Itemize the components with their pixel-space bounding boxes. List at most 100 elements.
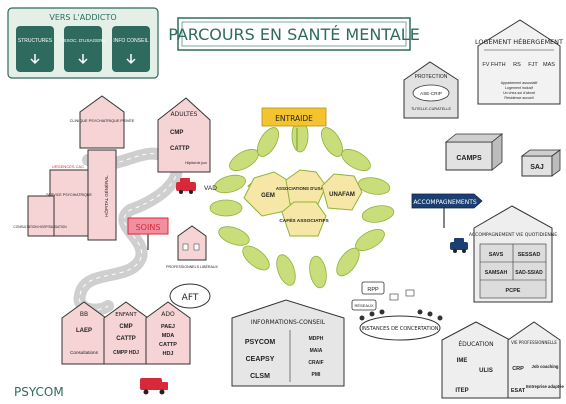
vie-pro-title: VIE PROFESSIONNELLE [511,340,557,345]
hex-label: UNAFAM [329,192,355,198]
addicto-box-label: STRUCTURES [18,38,53,44]
addicto-box-label: INFO CONSEIL [113,38,149,44]
addicto-box-info: INFO CONSEIL [112,26,150,72]
vers-addicto-title: VERS L'ADDICTO [49,13,116,22]
clinic-house: CLINIQUE PSYCHIATRIQUE PRIVÉE [70,95,135,149]
logement-col: FV FHTH [482,62,505,68]
logement-note: Appartement associatif [501,81,538,85]
arrow-down-icon [78,54,88,65]
protection-house: PROTECTION ASE-CRIP TUTELLE-CURATELLE [403,61,459,119]
vie-cell: SAD-SSIAD [515,270,543,276]
addicto-box-assoc: ASSOC. D'USAGERS [60,26,106,72]
reseaux-bubble: RÉSEAUX [351,299,377,311]
rpp-label: RPP [367,287,379,293]
people-icon [359,289,443,321]
soins-label: SOINS [136,223,161,232]
ado-item: PAEJ [161,324,175,330]
children-houses: BB LAEP Consultations ENFANT CMP CATTP C… [61,301,191,365]
arrow-down-icon [126,54,136,65]
adultes-item: CATTP [170,146,190,152]
hex-gem: GEM [243,171,295,217]
protection-sub: TUTELLE-CURATELLE [411,107,451,111]
logement-house: LOGEMENT HÉBERGEMENT FV FHTH RS FJT MAS … [475,19,563,105]
info-conseil-house: INFORMATIONS-CONSEIL PSYCOM CEAPSY CLSM … [231,299,345,387]
education-title: ÉDUCATION [458,340,493,348]
vie-cell: SESSAD [518,252,541,258]
main-hospital: URGENCES CAC SERVICE PSYCHIATRIQUE HÔPIT… [13,149,117,241]
ado-item: CATTP [159,342,177,348]
leaf-decoration [209,119,395,289]
enfant-item: CATTP [116,336,136,342]
education-item: ULIS [479,368,493,374]
vie-cell: SAMSAH [485,270,508,276]
info-right: MDPH [309,336,324,342]
truck-icon [140,378,168,395]
reseaux-label: RÉSEAUX [354,303,373,308]
instances-label: INSTANCES DE CONCERTATION [361,326,438,332]
info-conseil-title: INFORMATIONS-CONSEIL [251,319,326,326]
info-left: CEAPSY [246,356,275,363]
education-item: IME [457,358,468,364]
vad-car: VAD [176,178,217,194]
logement-col: MAS [543,62,555,68]
education-item: ITEP [455,388,468,394]
addicto-box-label: ASSOC. D'USAGERS [60,38,105,43]
vie-cell: SAVS [489,252,504,258]
ado-title: ADO [161,311,175,318]
hex-label: ASSOCIATIONS D'USAGERS [276,186,336,191]
info-right: CRAIF [308,360,323,366]
hex-label: CAFÉS ASSOCIATIFS [279,216,329,224]
brand-logo: PSYCOM [14,385,64,399]
vie-quotidienne-title: ACCOMPAGNEMENT VIE QUOTIDIENNE [469,232,557,238]
clinic-label: CLINIQUE PSYCHIATRIQUE PRIVÉE [70,118,135,123]
adultes-house: ADULTES CMP CATTP Hôpital de jour [157,97,211,173]
entraide-cluster: ENTRAIDE GEM ASSOCIATIONS D'USAGERS UNAF… [209,107,395,289]
liberaux-label: PROFESSIONNELS LIBÉRAUX [166,264,218,269]
info-right: PMI [312,372,322,378]
arrow-down-icon [30,54,40,65]
adultes-item: CMP [170,130,183,136]
accompagnements-sign: ACCOMPAGNEMENTS [411,193,483,228]
accompagnement-vie-house: ACCOMPAGNEMENT VIE QUOTIDIENNE SAVS SESS… [469,205,557,303]
camps-label: CAMPS [456,155,482,162]
title-box: PARCOURS EN SANTÉ MENTALE [168,17,420,51]
info-right: MAIA [310,348,323,354]
info-left: PSYCOM [245,339,276,346]
vie-cell: PCPE [506,288,521,294]
education-house: ÉDUCATION IME ULIS ITEP [441,321,511,399]
addicto-box-structures: STRUCTURES [16,26,54,72]
adultes-item: Hôpital de jour [185,161,208,165]
bb-item: Consultations [70,350,99,355]
logement-col: FJT [528,62,538,68]
enfant-item: CMPP HDJ [113,350,139,356]
psy-label: SERVICE PSYCHIATRIQUE [46,193,92,197]
enfant-item: CMP [119,324,132,330]
accompagnements-label: ACCOMPAGNEMENTS [413,199,477,206]
ado-item: HDJ [162,351,173,357]
consult-label: CONSULTATION HOSPITALISATION [13,225,67,229]
road [73,147,183,316]
adultes-title: ADULTES [171,111,198,118]
car-icon [450,238,468,253]
vie-pro-item: Job coaching [532,364,559,369]
soins-sign: SOINS [127,217,169,250]
enfant-title: ENFANT [115,312,137,318]
instances-group: RPP RÉSEAUX INSTANCES DE CONCERTATION [351,281,443,341]
hex-unafam: UNAFAM [321,173,363,211]
enfant-house: ENFANT CMP CATTP CMPP HDJ [103,301,149,365]
rpp-bubble: RPP [361,281,385,295]
entraide-sign: ENTRAIDE [261,107,327,127]
bb-house: BB LAEP Consultations [61,301,107,365]
vie-pro-item: Entreprise adaptée [526,384,564,389]
bb-title: BB [80,311,88,318]
vie-pro-item: ESAT [511,388,526,394]
entraide-label: ENTRAIDE [275,114,313,123]
bb-item: LAEP [76,328,92,334]
vad-label: VAD [204,185,217,192]
saj-building: SAJ [520,149,562,177]
logement-title: LOGEMENT HÉBERGEMENT [475,37,563,46]
vers-addicto-panel: VERS L'ADDICTO STRUCTURES ASSOC. D'USAGE… [7,7,159,79]
protection-title: PROTECTION [415,74,448,80]
